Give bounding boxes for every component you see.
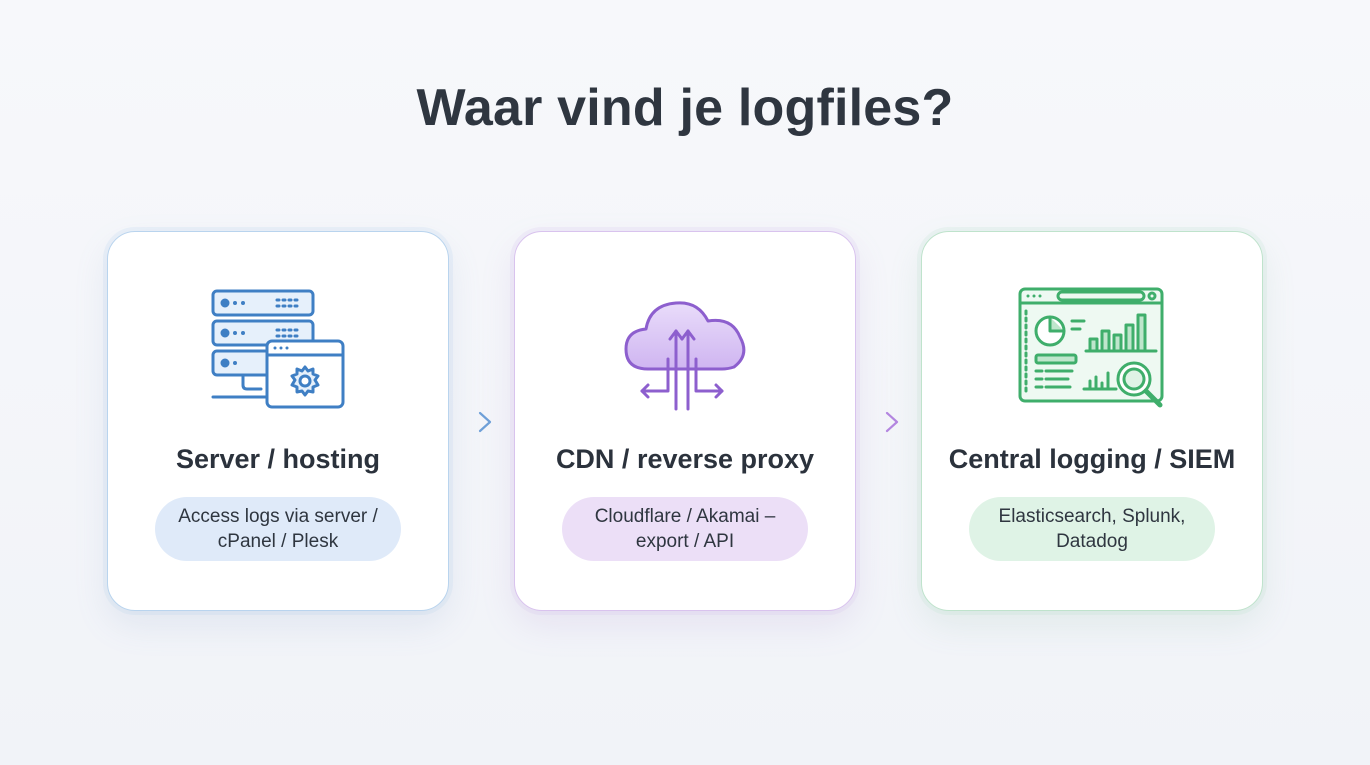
card-description: Elasticsearch, Splunk, Datadog [969, 497, 1215, 561]
arrow-right-icon [856, 411, 899, 433]
card-title: Server / hosting [175, 444, 381, 474]
card-description: Cloudflare / Akamai – export / API [562, 497, 808, 561]
card-title: Central logging / SIEM [948, 444, 1236, 474]
server-settings-icon [108, 280, 448, 420]
card-central-logging-siem: Central logging / SIEM Elasticsearch, Sp… [921, 231, 1263, 611]
dashboard-search-icon [922, 280, 1262, 420]
card-cdn-reverse-proxy: CDN / reverse proxy Cloudflare / Akamai … [514, 231, 856, 611]
arrow-right-icon [449, 411, 492, 433]
cloud-transfer-icon [515, 280, 855, 420]
card-title: CDN / reverse proxy [555, 444, 815, 474]
card-server-hosting: Server / hosting Access logs via server … [107, 231, 449, 611]
card-description: Access logs via server / cPanel / Plesk [155, 497, 401, 561]
page-title: Waar vind je logfiles? [416, 79, 954, 137]
